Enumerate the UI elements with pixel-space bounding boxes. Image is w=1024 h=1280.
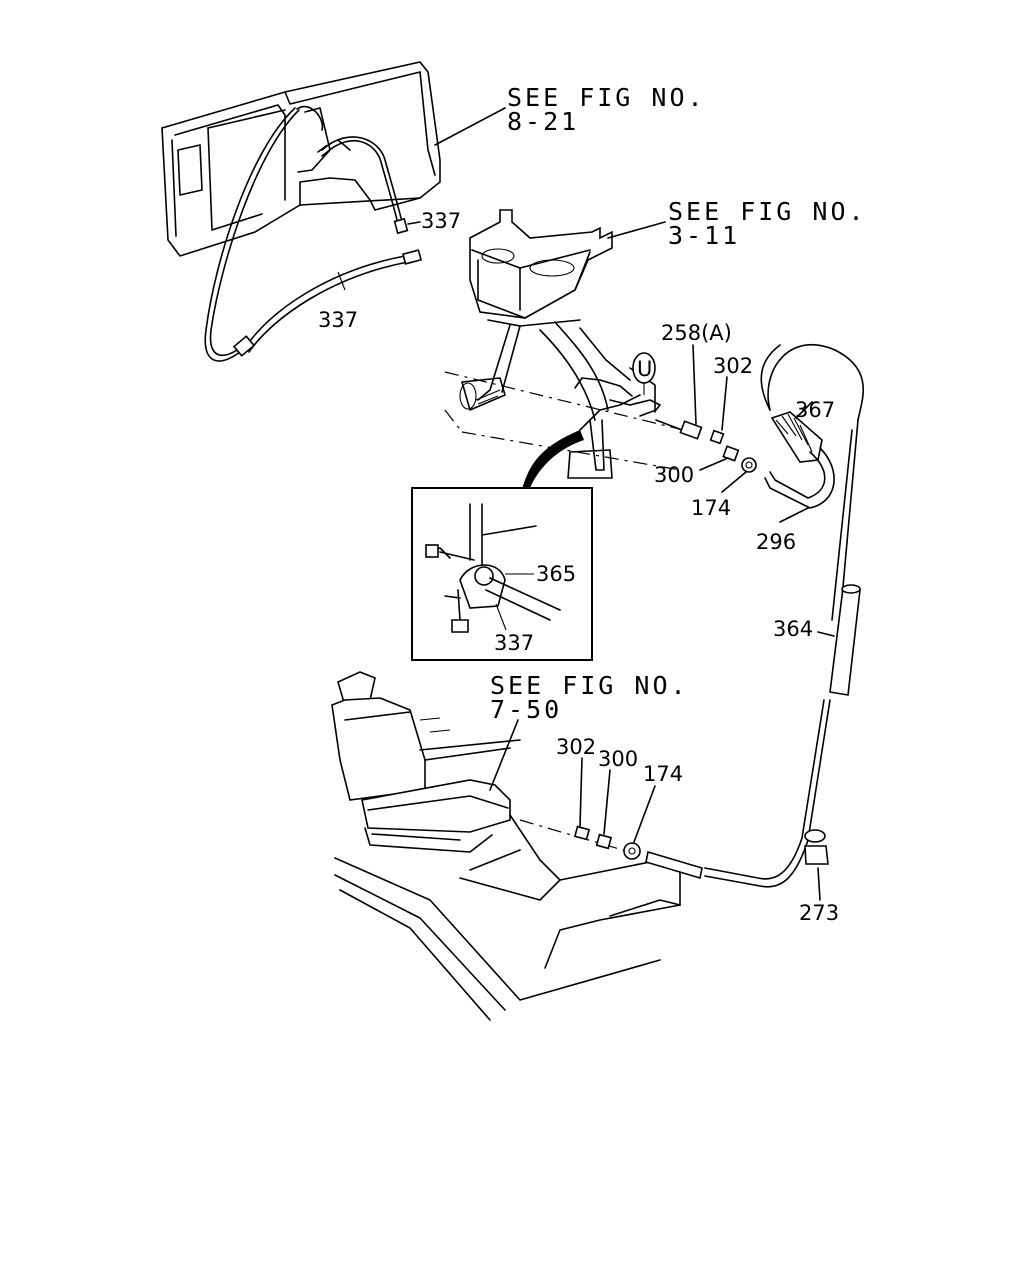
- label-nut-lower: 174: [643, 762, 683, 786]
- lower-fittings: [519, 757, 703, 880]
- label-washer-right: 302: [713, 354, 753, 378]
- instrument-panel: [161, 61, 441, 257]
- cable-lower: [232, 249, 423, 357]
- pedal-assembly: [459, 321, 661, 479]
- u-symbol: [632, 352, 656, 395]
- label-cable-lower: 337: [318, 308, 358, 332]
- leader-ref-3: [489, 719, 519, 791]
- ref-2-line2: 3-11: [668, 221, 740, 250]
- boot-367: [770, 401, 823, 463]
- spacer-300: [699, 445, 740, 471]
- label-tube: 364: [773, 617, 813, 641]
- label-washer-lower: 302: [556, 735, 596, 759]
- label-spacer-lower: 300: [598, 747, 638, 771]
- centerline: [444, 371, 701, 435]
- console-bracket: [469, 209, 613, 327]
- tube-364: [817, 584, 861, 696]
- label-grommet: 273: [799, 901, 839, 925]
- label-nut-right: 174: [691, 496, 731, 520]
- ref-1-line2: 8-21: [507, 107, 579, 136]
- fitting-258: [655, 344, 703, 440]
- washer-302: [709, 376, 728, 445]
- nut-174: [721, 457, 757, 493]
- leader-ref-2: [607, 221, 666, 239]
- u-symbol-letter: U: [637, 357, 652, 381]
- ref-1-line1: SEE FIG NO.: [507, 83, 706, 112]
- ref-2-line1: SEE FIG NO.: [668, 197, 867, 226]
- ref-3-line2: 7-50: [490, 695, 562, 724]
- ref-3-line1: SEE FIG NO.: [490, 671, 689, 700]
- centerline: [461, 431, 681, 471]
- label-detail-cable: 337: [494, 631, 534, 655]
- label-hose: 296: [756, 530, 796, 554]
- label-boot: 367: [795, 398, 835, 422]
- detail-arrow: [522, 430, 584, 490]
- grommet-273: [804, 829, 829, 901]
- cable-loop: [204, 105, 324, 362]
- label-spacer-right: 300: [654, 463, 694, 487]
- cable-upper: [317, 136, 421, 235]
- label-cable-upper: 337: [421, 209, 461, 233]
- cable-down: [704, 699, 831, 888]
- detail-box: [411, 487, 593, 661]
- centerline: [444, 409, 463, 433]
- leader-ref-1: [434, 107, 506, 146]
- hose-296: [764, 447, 835, 523]
- hose-loop: [760, 343, 864, 621]
- label-clip: 365: [536, 562, 576, 586]
- label-fitting: 258(A): [661, 321, 732, 345]
- seat: [331, 671, 511, 853]
